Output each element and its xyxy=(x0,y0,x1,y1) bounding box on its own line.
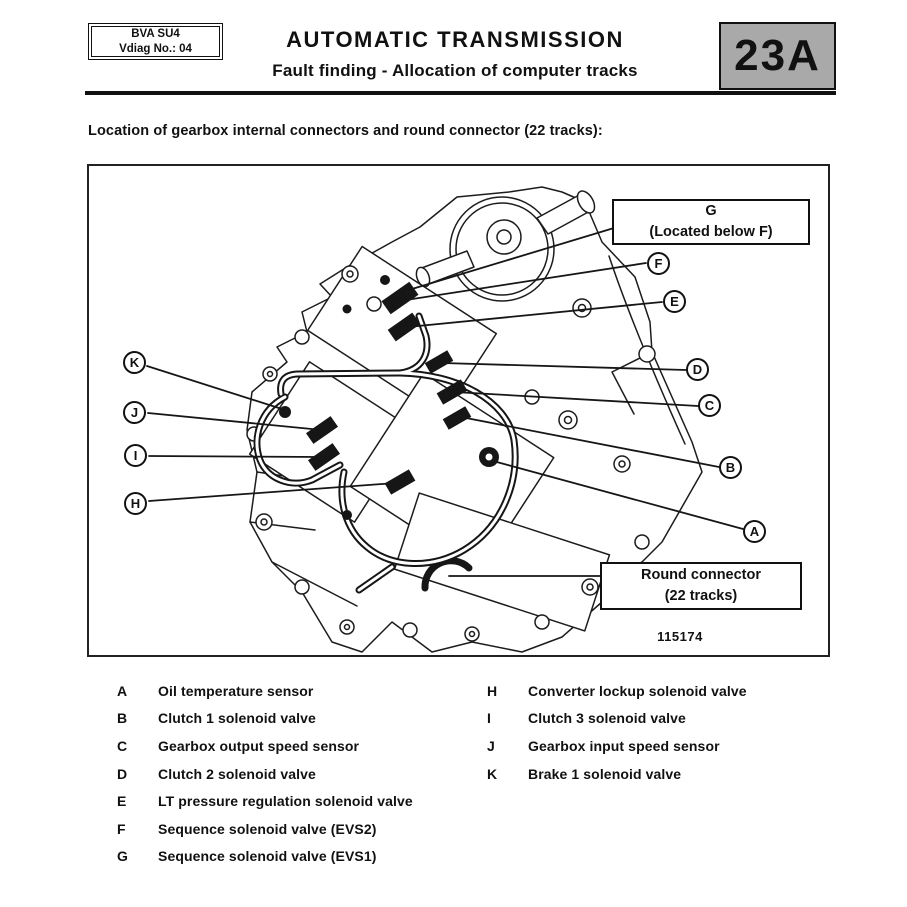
legend-item-c: C Gearbox output speed sensor xyxy=(117,732,467,760)
callout-c: C xyxy=(698,394,721,417)
legend-key: E xyxy=(117,793,127,810)
legend-column-left: A Oil temperature sensor B Clutch 1 sole… xyxy=(117,677,467,870)
vehicle-code: BVA SU4 xyxy=(131,28,180,41)
page-title: AUTOMATIC TRANSMISSION xyxy=(286,27,624,52)
g-location-line2: (Located below F) xyxy=(649,224,773,240)
legend-label: Sequence solenoid valve (EVS2) xyxy=(158,820,377,837)
legend-key: K xyxy=(487,765,498,782)
callout-h: H xyxy=(124,492,147,515)
g-location-box: G (Located below F) xyxy=(612,199,810,245)
legend-label: LT pressure regulation solenoid valve xyxy=(158,793,413,810)
legend-label: Converter lockup solenoid valve xyxy=(528,682,747,699)
legend-item-a: A Oil temperature sensor xyxy=(117,677,467,705)
round-connector-line2: (22 tracks) xyxy=(664,588,738,604)
legend-item-e: E LT pressure regulation solenoid valve xyxy=(117,787,467,815)
legend-label: Clutch 3 solenoid valve xyxy=(528,710,686,727)
page-subtitle: Fault finding - Allocation of computer t… xyxy=(272,61,638,80)
legend-item-b: B Clutch 1 solenoid valve xyxy=(117,705,467,733)
vdiag-number: Vdiag No.: 04 xyxy=(119,42,192,55)
section-code-badge: 23A xyxy=(719,22,836,90)
callout-e: E xyxy=(663,290,686,313)
legend-key: C xyxy=(117,737,128,754)
legend-label: Gearbox output speed sensor xyxy=(158,737,360,754)
legend-label: Clutch 2 solenoid valve xyxy=(158,765,316,782)
round-connector-line1: Round connector xyxy=(640,566,762,583)
g-location-line1: G xyxy=(705,202,717,219)
legend-key: F xyxy=(117,820,126,837)
figure-caption: Location of gearbox internal connectors … xyxy=(88,123,603,139)
callout-j: J xyxy=(123,401,146,424)
legend-item-g: G Sequence solenoid valve (EVS1) xyxy=(117,843,467,871)
legend-column-right: H Converter lockup solenoid valve I Clut… xyxy=(487,677,817,787)
legend-label: Gearbox input speed sensor xyxy=(528,737,720,754)
legend-label: Clutch 1 solenoid valve xyxy=(158,710,316,727)
legend-item-j: J Gearbox input speed sensor xyxy=(487,732,817,760)
legend-item-i: I Clutch 3 solenoid valve xyxy=(487,705,817,733)
legend-item-d: D Clutch 2 solenoid valve xyxy=(117,760,467,788)
gearbox-line-drawing xyxy=(146,186,744,653)
legend-label: Sequence solenoid valve (EVS1) xyxy=(158,848,377,865)
callout-k: K xyxy=(123,351,146,374)
vehicle-type-text: BVA SU4 Vdiag No.: 04 xyxy=(91,26,220,57)
legend-key: G xyxy=(117,848,128,865)
legend-item-k: K Brake 1 solenoid valve xyxy=(487,760,817,788)
callout-i: I xyxy=(124,444,147,467)
callout-d: D xyxy=(686,358,709,381)
legend-item-f: F Sequence solenoid valve (EVS2) xyxy=(117,815,467,843)
callout-f: F xyxy=(647,252,670,275)
legend-label: Oil temperature sensor xyxy=(158,682,314,699)
legend-key: H xyxy=(487,682,498,699)
round-connector-box: Round connector (22 tracks) xyxy=(600,562,802,610)
legend-key: B xyxy=(117,710,128,727)
legend-key: I xyxy=(487,710,491,727)
vehicle-type-box: BVA SU4 Vdiag No.: 04 xyxy=(88,23,223,60)
legend-item-h: H Converter lockup solenoid valve xyxy=(487,677,817,705)
legend-label: Brake 1 solenoid valve xyxy=(528,765,682,782)
gearbox-diagram-frame: F E D C B A K J I H G (Located below F) … xyxy=(87,164,830,657)
header-divider xyxy=(85,91,836,95)
legend-key: J xyxy=(487,737,495,754)
callout-b: B xyxy=(719,456,742,479)
legend-key: A xyxy=(117,682,128,699)
legend-key: D xyxy=(117,765,128,782)
callout-a: A xyxy=(743,520,766,543)
figure-number: 115174 xyxy=(657,629,703,644)
